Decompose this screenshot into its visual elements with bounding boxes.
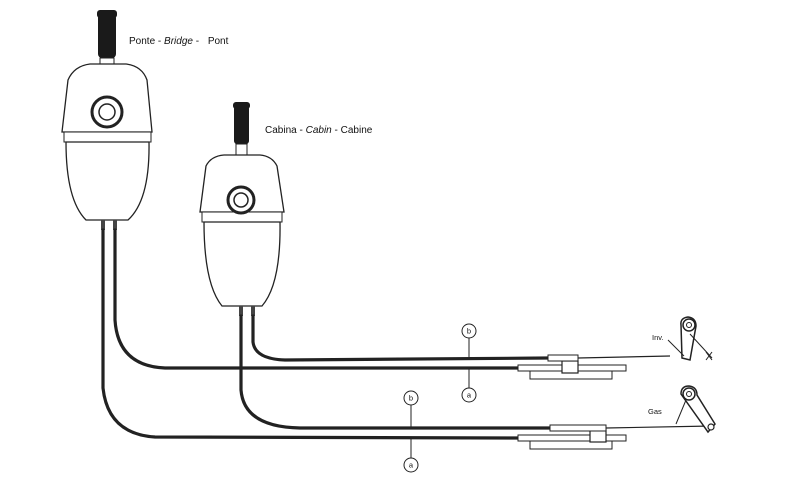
cable-bridge-to-upper-actuator: [113, 228, 520, 370]
upper-actuator-assembly: Inv.: [517, 316, 713, 380]
bridge-label: Ponte - Bridge - Pont: [129, 36, 229, 47]
callout-b-lower: b: [403, 390, 419, 428]
cabin-lever-grip: [234, 106, 249, 144]
cable-cabin-to-lower-actuator: [239, 314, 552, 430]
cabin-housing-top: [199, 154, 285, 213]
cabin-control-unit: Cabina - Cabin - Cabine: [199, 102, 373, 316]
lower-actuator-assembly: Gas: [517, 385, 716, 450]
svg-text:b: b: [467, 327, 471, 336]
cabin-label: Cabina - Cabin - Cabine: [265, 125, 373, 136]
cable-cabin-to-upper-actuator: [251, 314, 550, 362]
bridge-lever-grip: [98, 14, 116, 58]
cabin-housing-base: [203, 221, 281, 307]
gas-label: Gas: [648, 407, 662, 416]
callout-a-lower: a: [403, 438, 419, 473]
callout-b-upper: b: [461, 323, 477, 359]
callout-a-upper: a: [461, 368, 477, 403]
cable-bridge-to-lower-actuator: [101, 228, 520, 440]
bridge-control-unit: Ponte - Bridge - Pont: [61, 10, 229, 230]
inv-label: Inv.: [652, 333, 664, 342]
svg-text:a: a: [409, 461, 414, 470]
svg-text:a: a: [467, 391, 472, 400]
bridge-housing-base: [65, 141, 150, 221]
svg-text:b: b: [409, 394, 413, 403]
cables: [101, 228, 552, 440]
